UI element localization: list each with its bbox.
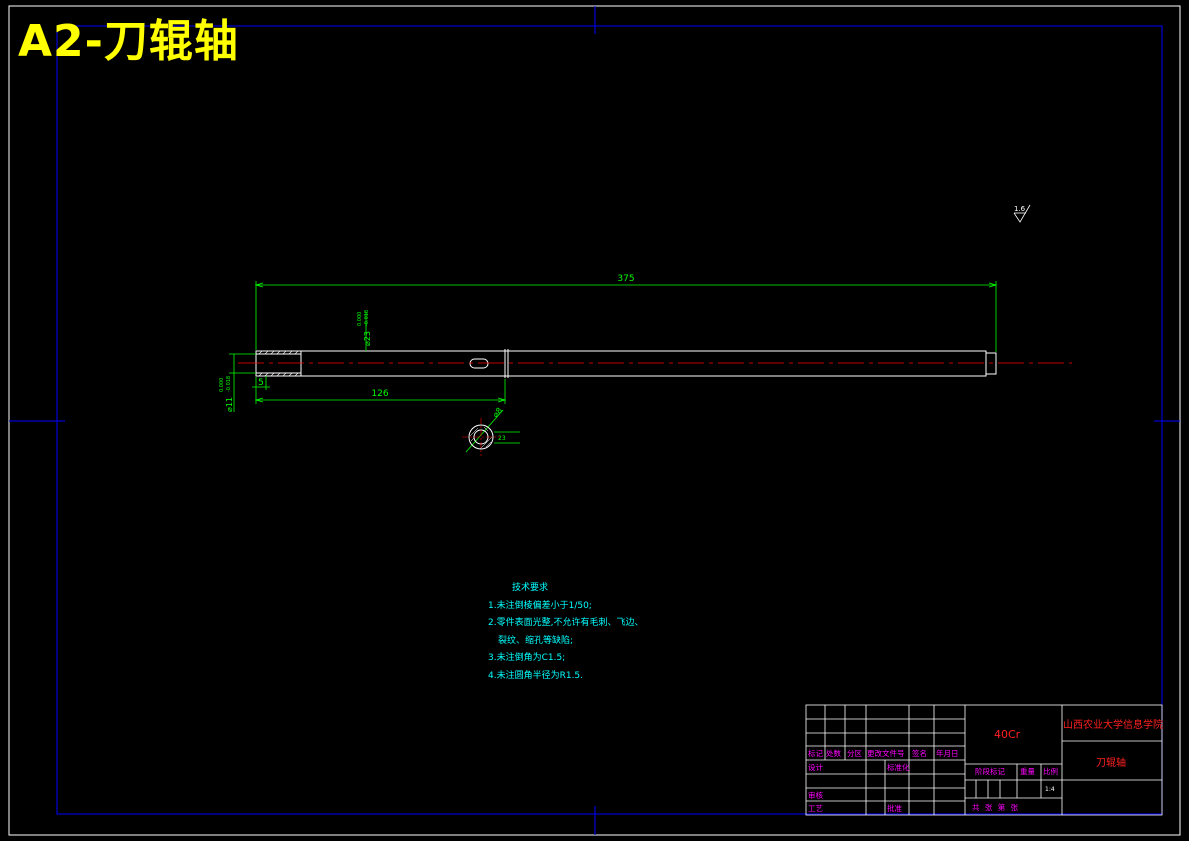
tech-requirement-3: 3.未注倒角为C1.5;: [488, 653, 566, 663]
title-block-grid: [805, 704, 1163, 816]
dimension-lines: [229, 281, 998, 453]
tech-requirement-4: 4.未注圆角半径为R1.5.: [488, 670, 584, 681]
tb-material: 40Cr: [994, 728, 1021, 741]
tb-label-sheets: 共 张 第 张: [972, 803, 1019, 812]
cross-section-view: [462, 418, 500, 456]
dim-dia-11: ⌀11: [225, 397, 234, 412]
tech-requirements-title: 技术要求: [512, 583, 549, 593]
tb-scale-value: 1:4: [1045, 786, 1055, 793]
centering-marks: [9, 6, 1180, 835]
tb-label-zone: 分区: [847, 749, 862, 758]
tb-label-design: 设计: [808, 763, 823, 772]
tech-requirement-1: 1.未注倒棱偏差小于1/50;: [488, 600, 592, 611]
tb-label-date: 年月日: [936, 749, 959, 758]
roughness-value: 1.6: [1014, 205, 1026, 213]
tb-label-process: 工艺: [808, 804, 823, 813]
orientation-mark: [1160, 5, 1181, 26]
tb-part-name: 刀辊轴: [1096, 758, 1126, 769]
dim-overall-length: 375: [617, 274, 634, 284]
tb-school: 山西农业大学信息学院: [1063, 720, 1163, 731]
tb-label-change-doc: 更改文件号: [867, 749, 905, 758]
dim-section: 23: [498, 435, 506, 442]
tb-label-approve: 批准: [887, 804, 902, 813]
tb-label-weight: 重量: [1020, 767, 1035, 776]
dim-dia-23-tol-lower: -0.018: [364, 310, 370, 326]
dim-length-5: 5: [258, 378, 264, 388]
dim-dia-23: ⌀23: [363, 331, 372, 346]
roughness-symbol: [1013, 204, 1031, 223]
dim-dia-11-tol-lower: -0.018: [226, 376, 232, 392]
shaft-main-view: [255, 349, 997, 378]
dim-hole-dia: ⌀8: [491, 406, 504, 419]
dim-dia-23-tol-upper: 0.000: [357, 312, 363, 326]
inner-border: [56, 25, 1163, 815]
dim-hole-group: ⌀8: [491, 406, 504, 419]
tb-label-stage-mark: 阶段标记: [975, 767, 1005, 776]
tb-label-standardize: 标准化: [887, 763, 910, 772]
dim-dia-23-group: ⌀23 0.000 -0.018: [357, 310, 372, 346]
technical-requirements: 技术要求 1.未注倒棱偏差小于1/50; 2.零件表面光整,不允许有毛刺、飞边、…: [488, 580, 643, 685]
tb-label-review: 审核: [808, 791, 823, 800]
tech-requirement-2b: 裂纹、缩孔等缺陷;: [498, 635, 574, 646]
tech-requirement-2: 2.零件表面光整,不允许有毛刺、飞边、: [488, 618, 644, 628]
tb-label-signature: 签名: [912, 749, 927, 758]
dim-length-126: 126: [371, 389, 388, 399]
tb-label-mark: 标记: [808, 749, 823, 758]
dim-dia-11-tol-upper: 0.000: [219, 378, 225, 392]
tb-label-count: 处数: [826, 749, 841, 758]
orientation-mark-2: [1160, 815, 1181, 836]
bore-hatch: [258, 350, 299, 377]
outer-border: [8, 5, 1181, 836]
tb-label-ratio: 比例: [1043, 767, 1058, 776]
dim-dia-11-group: ⌀11 0.000 -0.018: [219, 376, 234, 412]
sheet-title: A2-刀辊轴: [18, 16, 239, 67]
